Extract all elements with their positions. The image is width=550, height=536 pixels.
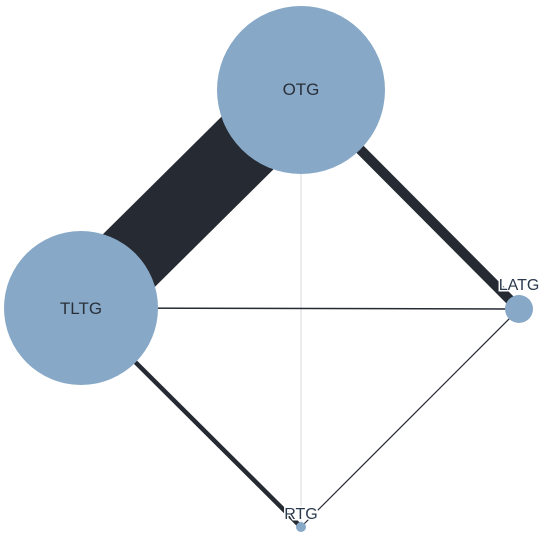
node-latg [505,295,533,323]
node-rtg [296,522,306,532]
node-otg [217,6,385,174]
labels-layer: OTG TLTG LATG RTG [60,80,541,525]
node-label-tltg: TLTG [60,299,102,318]
node-tltg [4,231,158,385]
nodes-layer [4,6,533,532]
node-label-rtg: RTG [284,506,317,523]
edge-latg-rtg [300,308,520,528]
node-label-otg: OTG [283,80,320,99]
node-label-latg: LATG [499,277,540,294]
